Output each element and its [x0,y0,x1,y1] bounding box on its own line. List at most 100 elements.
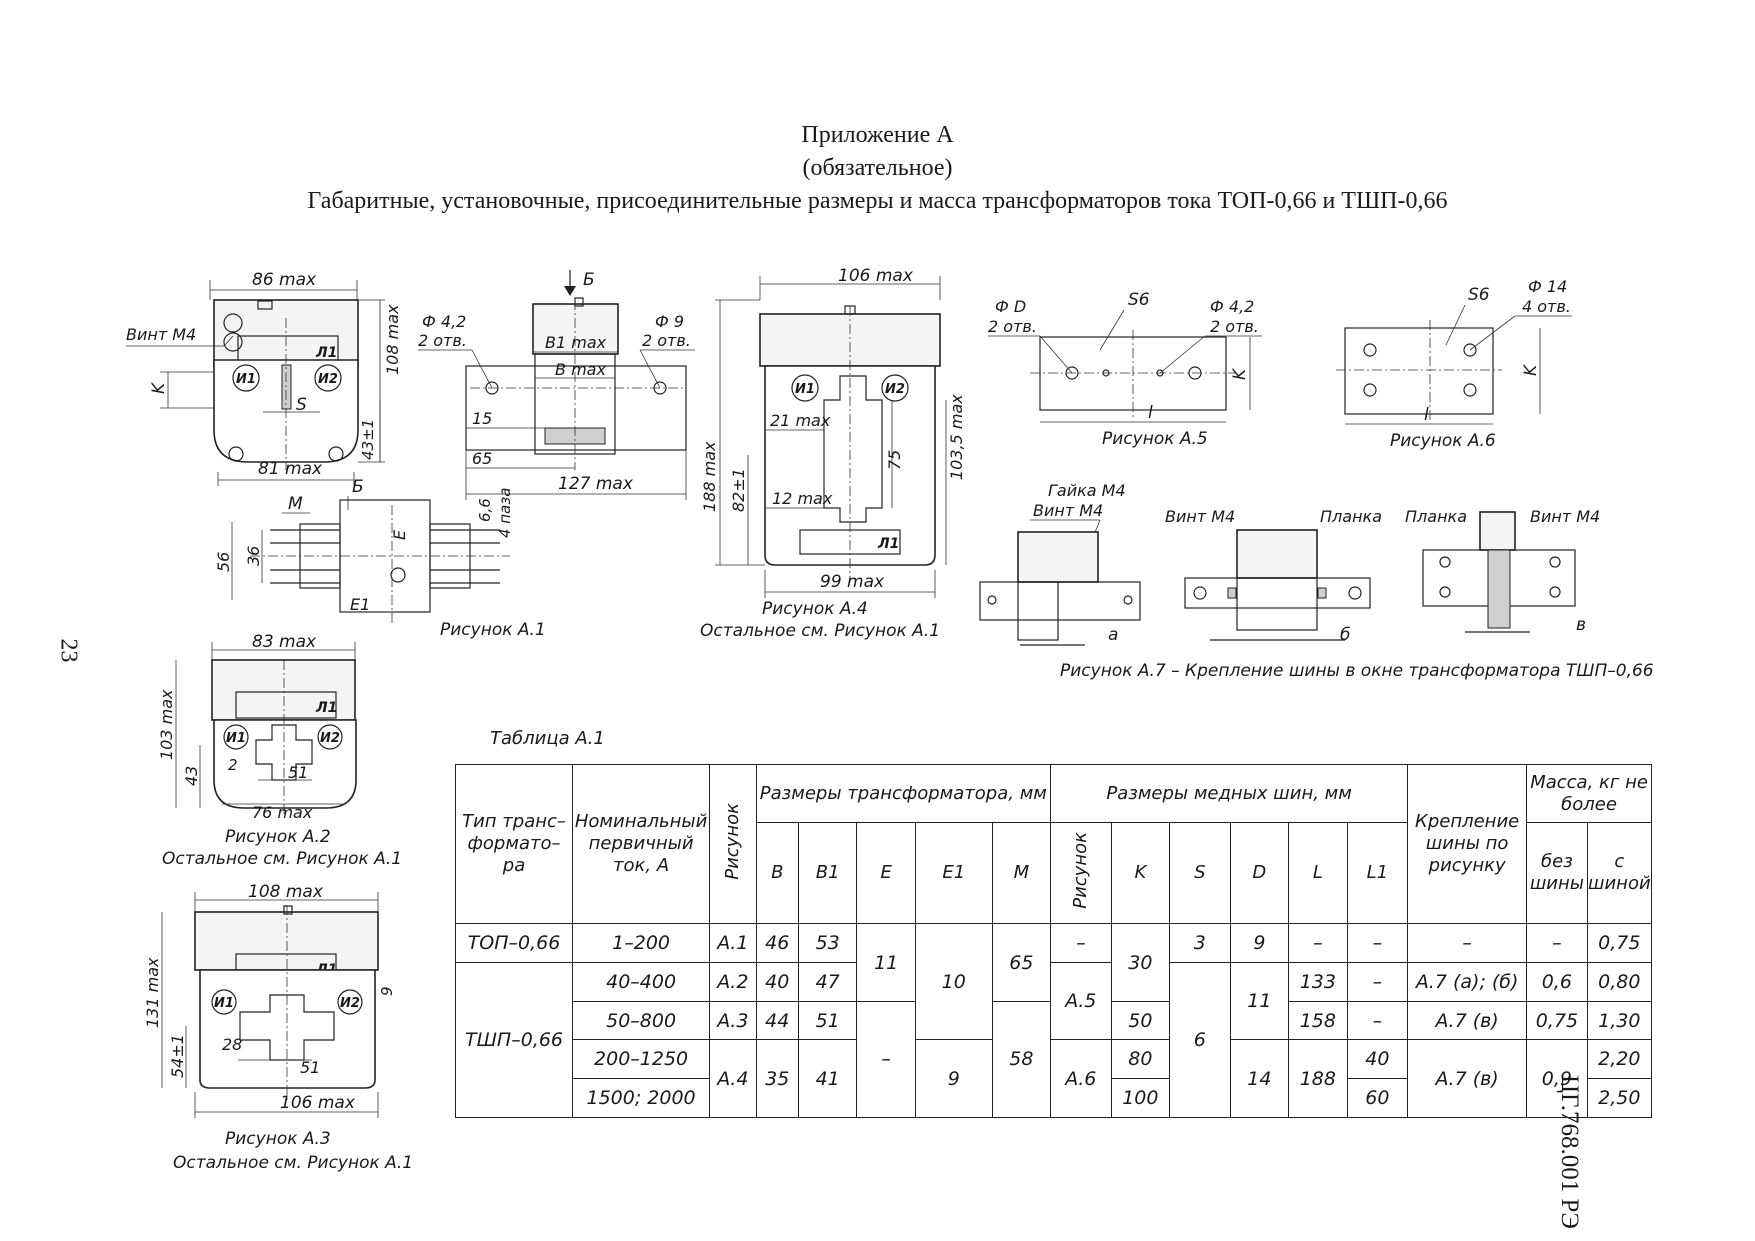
cell: А.1 [709,923,757,963]
figure-a7: Гайка М4 Винт М4 а Винт М4 Планка б План… [979,481,1654,681]
a1-label-l1: Л1 [315,345,337,361]
a1side-d127: 127 max [558,474,634,494]
a4-subcaption: Остальное см. Рисунок А.1 [700,621,940,641]
cell: 11 [856,923,916,1002]
a1-h36: 36 [244,546,263,566]
cell: А.7 (а); (б) [1407,962,1528,1002]
a7-nut: Гайка М4 [1048,481,1126,500]
table-caption: Таблица А.1 [490,728,605,749]
a1-width-top: 86 max [252,270,317,290]
cell: 35 [755,1039,799,1118]
cell: 40–400 [571,962,711,1002]
th-mass: Масса, кг не более [1526,763,1652,824]
a1side-b-arrow: Б [583,270,595,290]
th-s: S [1169,822,1231,925]
a4-label-i1: И1 [795,382,815,397]
a1-m-label: M [288,494,303,514]
cell: 51 [797,1000,858,1041]
figure-a4: 106 max И1 И2 Л1 188 max 82±1 103,5 max … [700,266,966,641]
cell: 65 [991,923,1052,1002]
table-header-row-1: Тип транс– формато– ра Номинальный перви… [455,763,1652,925]
cell: – [1346,962,1409,1002]
cell: 188 [1288,1039,1348,1118]
a2-w76: 76 max [252,803,313,822]
th-e: E [856,822,916,925]
cell: А.3 [709,1000,757,1041]
th-l: L [1288,822,1348,925]
a4-w21: 21 max [770,411,831,430]
table-header-row-2: B B1 E E1 M Рисунок K S D L L1 без шины … [456,822,1653,925]
a6-s6: S6 [1468,285,1490,305]
a1side-hole2: Ф 9 [655,312,684,331]
a2-caption: Рисунок А.2 [225,827,331,847]
a7-caption: Рисунок А.7 – Крепление шины в окне тран… [1060,661,1654,681]
th-type: Тип транс– формато– ра [455,763,573,925]
cell: 0,75 [1526,1000,1588,1041]
a1-screw-label: Винт М4 [126,325,196,344]
a1-label-i1: И1 [236,372,256,387]
a3-width-top: 108 max [248,882,324,902]
cell: 6 [1169,962,1231,1118]
a6-hole14b: 4 отв. [1522,297,1571,316]
a2-label-i1: И1 [226,731,246,746]
a4-label-l1: Л1 [877,536,899,552]
table-row: ТОП–0,66 1–200 А.1 46 53 11 10 65 – 30 3… [455,923,1653,1041]
cell: 158 [1288,1000,1348,1041]
a5-s6: S6 [1128,290,1150,310]
th-trans-dims: Размеры трансформатора, мм [755,763,1052,824]
a1-width-bottom: 81 max [258,459,323,479]
cell: 0,9 [1526,1039,1588,1118]
cell: А.5 [1050,961,1112,1041]
figure-a1-top: Б M 56 36 E E1 6,6 4 паза Рисунок А.1 [214,477,546,640]
a5-hole42b: 2 отв. [1210,317,1259,336]
appendix-title: Приложение А [801,122,954,148]
cell: 1–200 [571,923,711,963]
a3-height: 131 max [143,957,162,1028]
cell: 46 [755,923,799,963]
a4-w99: 99 max [820,572,885,592]
a2-subcaption: Остальное см. Рисунок А.1 [162,849,402,869]
a1-h56: 56 [214,552,233,572]
a4-caption: Рисунок А.4 [762,599,868,619]
a1side-hole2b: 2 отв. [642,331,691,350]
a7-v: в [1576,615,1586,635]
th-e1: E1 [914,822,993,925]
cell: А.7 (в) [1407,1039,1528,1118]
th-d: D [1229,822,1290,925]
a4-h188: 188 max [700,441,719,512]
a2-w51: 51 [288,763,308,782]
a1-k: K [149,381,169,394]
a7-screw3: Винт М4 [1530,507,1600,526]
a1side-b1: B1 max [545,333,607,352]
a2-label-l1: Л1 [315,700,337,716]
a1side-b: B max [555,360,606,379]
cell: 44 [755,1000,799,1041]
cell: 3 [1169,923,1231,963]
figure-a1-front: 86 max Л1 И1 И2 Винт М4 108 max K S 43±1… [126,270,402,486]
a3-d28: 28 [222,1035,242,1054]
cell-top-type: ТОП–0,66 [455,923,573,963]
th-bus-figure: Рисунок [1050,822,1112,925]
a2-h43: 43 [182,766,201,786]
a3-d9: 9 [378,986,396,996]
th-b: B [755,822,799,925]
a4-width-top: 106 max [838,266,914,286]
cell: 50 [1110,1000,1171,1041]
a2-label-i2: И2 [320,731,340,746]
a1-s: S [296,395,307,415]
cell: 41 [797,1039,858,1118]
a5-hole42: Ф 4,2 [1210,297,1254,316]
a1side-d15: 15 [472,409,492,428]
table-row: 200–1250 А.4 35 41 9 А.6 80 14 188 40 А.… [456,1039,1653,1118]
th-b1: B1 [797,822,858,925]
th-m: M [991,822,1052,925]
th-k: K [1110,822,1171,925]
a1-e-label: E [390,529,409,540]
a7-screw: Винт М4 [1033,501,1103,520]
cell: 0,80 [1586,962,1653,1002]
figure-a6: S6 Ф 14 4 отв. K l Рисунок А.6 [1336,277,1572,451]
cell: А.4 [709,1039,757,1118]
th-bus-dims: Размеры медных шин, мм [1050,763,1409,824]
cell: 80 [1110,1039,1171,1080]
